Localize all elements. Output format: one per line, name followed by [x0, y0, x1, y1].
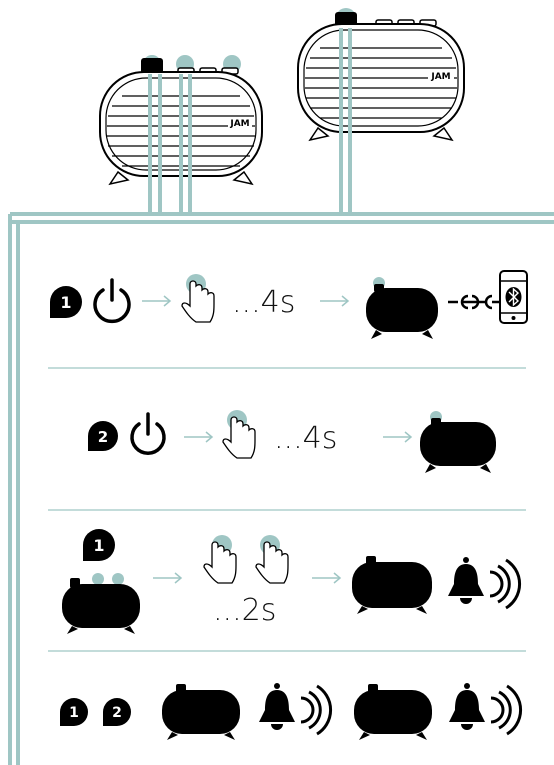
step-badge: 2 — [103, 698, 131, 726]
step-3-row: 1 ...2s — [62, 529, 520, 634]
step-badge: 2 — [88, 421, 118, 451]
press-hand-icon — [256, 535, 288, 583]
speaker-icon — [62, 573, 140, 634]
bell-icon — [259, 683, 331, 734]
hold-duration: ...4s — [274, 421, 337, 456]
brand-logo-left: JAM — [229, 119, 249, 129]
badge-number: 1 — [93, 536, 104, 555]
step-1-row: 1 ...4s — [50, 271, 527, 339]
badge-number: 2 — [98, 428, 108, 446]
speaker-icon — [366, 277, 438, 339]
connector-frame — [10, 28, 554, 765]
press-hand-icon — [223, 410, 255, 458]
speaker-icon — [162, 684, 240, 740]
speaker-right-illustration: JAM — [298, 8, 464, 140]
speaker-icon — [352, 556, 432, 614]
badge-number: 1 — [69, 705, 79, 721]
step-badge: 1 — [60, 698, 88, 726]
hold-duration: ...4s — [232, 285, 295, 320]
arrow-right-icon — [320, 296, 348, 306]
link-chain-icon — [448, 296, 500, 308]
power-icon — [95, 280, 129, 321]
badge-number: 2 — [112, 705, 122, 721]
step-4-row: 1 2 — [60, 683, 521, 740]
power-icon — [132, 414, 164, 453]
press-hand-icon — [182, 274, 214, 322]
step-badge: 1 — [50, 286, 82, 318]
arrow-right-icon — [153, 573, 181, 583]
arrow-right-icon — [383, 432, 411, 442]
speaker-icon — [420, 411, 496, 473]
bell-icon — [449, 683, 521, 734]
arrow-right-icon — [312, 573, 340, 583]
press-hand-icon — [204, 535, 236, 583]
speaker-icon — [354, 684, 432, 740]
bell-icon — [448, 557, 520, 608]
step-badge: 1 — [83, 529, 115, 561]
badge-number: 1 — [60, 293, 71, 312]
brand-logo-right: JAM — [430, 72, 450, 82]
arrow-right-icon — [184, 432, 212, 442]
arrow-right-icon — [142, 296, 170, 306]
hold-duration: ...2s — [213, 593, 276, 628]
step-2-row: 2 ...4s — [88, 410, 496, 473]
bluetooth-phone-icon — [500, 271, 527, 323]
